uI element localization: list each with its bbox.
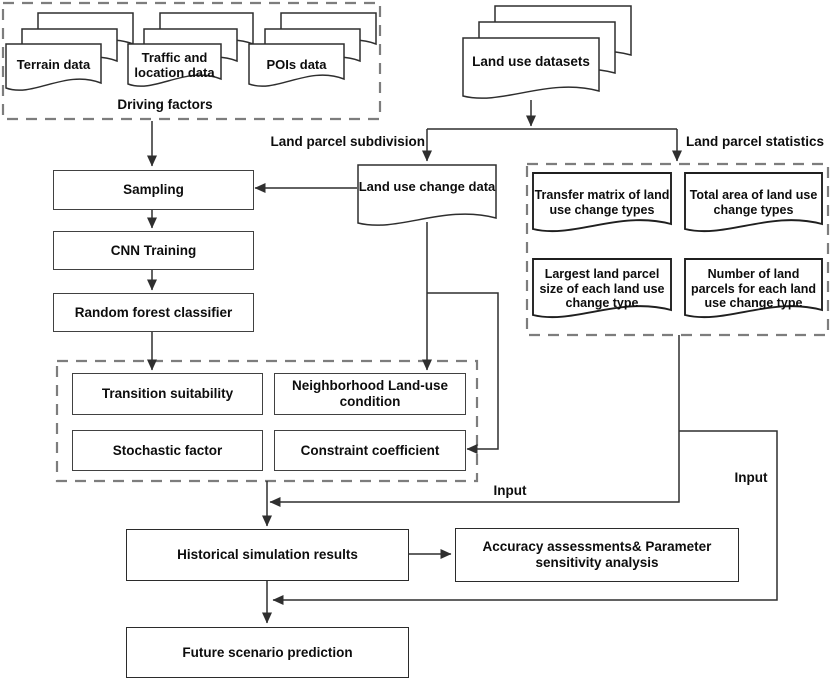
number-parcels-doc xyxy=(684,258,823,319)
largest-parcel-label: Largest land parcel size of each land us… xyxy=(539,266,665,311)
pois-data-label: POIs data xyxy=(266,57,327,73)
land-use-change-data-label: Land use change data xyxy=(358,179,496,195)
arrow-statistics-input-lower xyxy=(272,430,778,605)
arrow-statistics-input-upper xyxy=(269,335,680,507)
cnn-training-box: CNN Training xyxy=(53,231,254,270)
input-label-left: Input xyxy=(493,483,527,498)
total-area-label: Total area of land use change types xyxy=(689,188,818,217)
land-parcel-statistics-label: Land parcel statistics xyxy=(686,134,825,149)
accuracy-assessment-box: Accuracy assessments& Parameter sensitiv… xyxy=(455,528,739,582)
traffic-doc-front xyxy=(127,43,222,87)
number-parcels-label: Number of land parcels for each land use… xyxy=(690,266,817,311)
land-use-change-data-doc xyxy=(357,164,497,226)
land-parcel-subdivision-label: Land parcel subdivision xyxy=(270,134,425,149)
land-parcel-statistics-container xyxy=(525,162,830,337)
largest-parcel-doc xyxy=(532,258,672,319)
historical-simulation-results-box: Historical simulation results xyxy=(126,529,409,581)
pois-doc-front xyxy=(248,43,345,87)
transfer-matrix-doc xyxy=(532,172,672,233)
terrain-doc-front xyxy=(5,43,102,91)
input-label-right: Input xyxy=(734,470,768,485)
transfer-matrix-label: Transfer matrix of land use change types xyxy=(534,188,670,217)
datasets-doc-front xyxy=(462,37,600,99)
terrain-data-label: Terrain data xyxy=(16,57,91,73)
sampling-box: Sampling xyxy=(53,170,254,210)
arrow-change-data-to-constraint xyxy=(427,292,499,454)
neighborhood-condition-box: Neighborhood Land-use condition xyxy=(274,373,466,415)
transition-suitability-box: Transition suitability xyxy=(72,373,263,415)
driving-factors-label: Driving factors xyxy=(117,97,213,113)
future-scenario-prediction-box: Future scenario prediction xyxy=(126,627,409,678)
random-forest-classifier-box: Random forest classifier xyxy=(53,293,254,332)
traffic-location-data-label: Traffic and location data xyxy=(134,49,215,80)
constraint-coefficient-box: Constraint coefficient xyxy=(274,430,466,471)
land-use-datasets-label: Land use datasets xyxy=(472,54,590,70)
stochastic-factor-box: Stochastic factor xyxy=(72,430,263,471)
total-area-doc xyxy=(684,172,823,233)
